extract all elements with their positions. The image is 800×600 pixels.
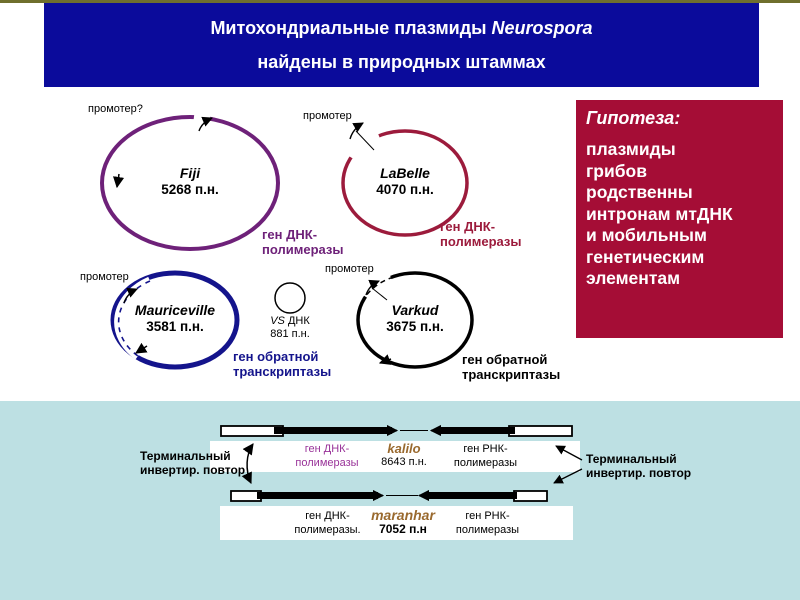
labelle-promoter-arrow-icon [349,122,364,140]
title-line1-text: Митохондриальные плазмиды [210,17,492,38]
maranhar-rna-polymerase-label: ген РНК- полимеразы [445,510,530,538]
vs-dna-name-italic: VS [270,315,285,327]
title-line2: найдены в природных штаммах [257,51,546,72]
fiji-gene-line1: ген ДНК- [262,227,318,242]
labelle-circle-label: LaBelle 4070 п.н. [345,165,465,197]
hypothesis-heading: Гипотеза: [586,108,681,128]
varkud-circle-gap [362,274,393,300]
mauriceville-gene-line2: транскриптазы [233,364,332,380]
linear-plasmids-panel [0,401,800,600]
labelle-promoter-label: промотер [303,110,352,122]
varkud-promoter-label: промотер [325,263,374,275]
varkud-direction-arrow-icon [378,354,392,365]
vs-dna-label: VS ДНК 881 п.н. [255,315,325,341]
right-terminal-repeat-line1: Терминальный [586,452,677,466]
mauriceville-name: Mauriceville [134,302,216,318]
kalilo-name: kalilo [387,441,421,456]
varkud-gene-line2: транскриптазы [462,367,561,383]
kalilo-label-strip [210,441,580,472]
right-terminal-repeat-line2: инвертир. повтор [586,466,692,481]
fiji-name: Fiji [179,165,201,181]
fiji-gene-label: ген ДНК- полимеразы [262,227,343,258]
maranhar-size: 7052 п.н [379,522,427,536]
fiji-promoter-label: промотер? [88,103,143,115]
vs-dna-name: VS ДНК [255,315,325,328]
kalilo-dna-polymerase-label: ген ДНК- полимеразы [288,443,366,471]
varkud-promoter-pointer-line [371,287,388,301]
hypothesis-line: элементам [586,268,681,289]
kalilo-rna-pol-line2: полимеразы [453,456,518,469]
hypothesis-line: интронам мтДНК [586,203,733,224]
labelle-gene-line1: ген ДНК- [440,219,496,234]
varkud-name: Varkud [391,302,439,318]
maranhar-dna-polymerase-label: ген ДНК- полимеразы. [285,510,370,538]
fiji-direction-arrow-icon [112,173,125,189]
mauriceville-promoter-label: промотер [80,271,129,283]
left-terminal-repeat-label: Терминальный инвертир. повтор [140,449,250,478]
slide-top-border [0,0,800,3]
kalilo-dna-pol-line1: ген ДНК- [304,443,350,455]
fiji-circle-gap [193,113,211,122]
maranhar-rna-pol-line1: ген РНК- [465,510,510,522]
mauriceville-gene-label: ген обратной транскриптазы [233,349,331,380]
varkud-dashed-arc [361,275,398,303]
mauriceville-direction-arrow-icon [135,342,148,354]
labelle-name: LaBelle [380,165,430,181]
left-terminal-repeat-line2: инвертир. повтор [140,463,246,478]
hypothesis-line: грибов [586,160,647,181]
hypothesis-line: родственны [586,182,693,203]
fiji-size: 5268 п.н. [161,181,219,197]
labelle-promoter-pointer-line [355,130,375,151]
mauriceville-circle-label: Mauriceville 3581 п.н. [110,302,240,334]
maranhar-rna-pol-line2: полимеразы [455,523,520,536]
mauriceville-size: 3581 п.н. [146,318,204,334]
hypothesis-line: генетическим [586,246,705,267]
vs-dna-circle [274,282,306,314]
kalilo-rna-pol-line1: ген РНК- [463,443,508,455]
labelle-circle-gap [348,132,381,161]
mauriceville-promoter-arrow-icon [123,287,138,304]
kalilo-dna-pol-line2: полимеразы [295,456,359,469]
hypothesis-line: плазмиды [586,139,676,159]
hypothesis-box: Гипотеза: плазмиды грибов родственны инт… [576,100,783,338]
maranhar-name: maranhar [371,507,435,523]
title-line1: Митохондриальные плазмиды Neurospora [44,18,759,39]
labelle-size: 4070 п.н. [376,181,434,197]
right-terminal-repeat-label: Терминальный инвертир. повтор [586,452,701,481]
maranhar-dna-pol-line2: полимеразы. [294,523,361,536]
hypothesis-line: и мобильным [586,225,707,246]
fiji-gene-line2: полимеразы [262,242,344,258]
maranhar-dna-pol-line1: ген ДНК- [305,510,350,522]
fiji-promoter-arrow-icon [198,116,213,132]
varkud-promoter-arrow-icon [365,279,380,296]
kalilo-rna-polymerase-label: ген РНК- полимеразы [443,443,528,471]
vs-dna-name-rest: ДНК [284,315,310,327]
kalilo-size: 8643 п.н. [381,456,427,468]
title-banner: Митохондриальные плазмиды Neurospora най… [44,3,759,87]
mauriceville-gene-line1: ген обратной [233,349,319,364]
varkud-gene-line1: ген обратной [462,352,548,367]
left-terminal-repeat-line1: Терминальный [140,449,231,463]
title-species-name: Neurospora [491,17,593,38]
varkud-gene-label: ген обратной транскриптазы [462,352,560,383]
vs-dna-size: 881 п.н. [270,327,310,340]
varkud-size: 3675 п.н. [386,318,444,334]
maranhar-label-strip [220,506,573,540]
varkud-circle-label: Varkud 3675 п.н. [355,302,475,334]
labelle-gene-label: ген ДНК- полимеразы [440,219,521,250]
fiji-circle-label: Fiji 5268 п.н. [120,165,260,197]
labelle-gene-line2: полимеразы [440,234,522,250]
